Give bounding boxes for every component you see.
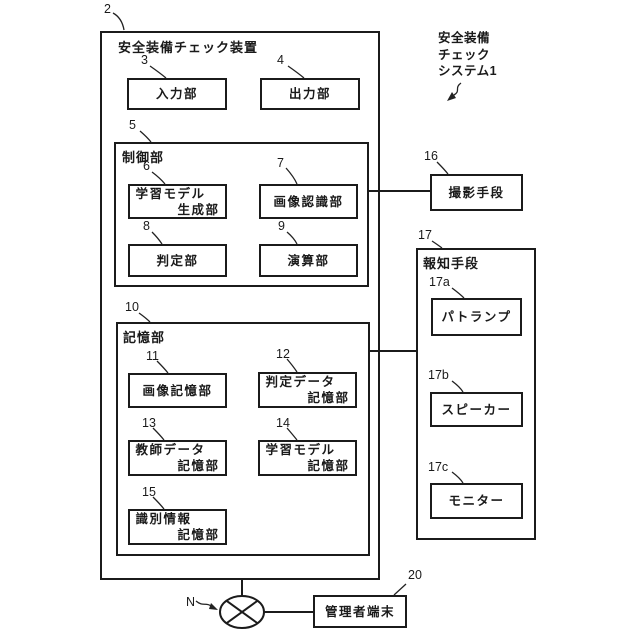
image-recognition-label: 画像認識部 <box>273 194 344 209</box>
image-storage-box: 画像記憶部 <box>128 373 227 408</box>
system-ref-arrow-icon <box>447 82 462 101</box>
teacher-data-storage-box: 教師データ 記憶部 <box>128 440 227 476</box>
patlamp-label: パトランプ <box>441 310 512 324</box>
calculation-unit-box: 演算部 <box>259 244 358 277</box>
notifier-box <box>416 248 536 540</box>
ref-label-8: 8 <box>143 219 150 233</box>
ref-label-16: 16 <box>424 149 438 163</box>
admin-terminal-box: 管理者端末 <box>313 595 407 628</box>
judgement-data-storage-label: 判定データ 記憶部 <box>265 375 350 405</box>
ref-label-6: 6 <box>143 159 150 173</box>
ref-label-3: 3 <box>141 53 148 67</box>
judgement-unit-box: 判定部 <box>128 244 227 277</box>
image-recognition-box: 画像認識部 <box>259 184 358 219</box>
ref-label-20: 20 <box>408 568 422 582</box>
ref-label-12: 12 <box>276 347 290 361</box>
ref-label-17a: 17a <box>429 275 450 289</box>
ref-label-17c: 17c <box>428 460 449 474</box>
ref-label-15: 15 <box>142 485 156 499</box>
ref-label-4: 4 <box>277 53 284 67</box>
learning-model-storage-label: 学習モデル 記憶部 <box>265 443 350 473</box>
input-unit-box: 入力部 <box>127 78 227 110</box>
judgement-unit-label: 判定部 <box>156 253 199 268</box>
input-unit-label: 入力部 <box>155 87 198 101</box>
reference-leader-lines <box>112 12 465 596</box>
monitor-box: モニター <box>430 483 523 519</box>
monitor-label: モニター <box>448 494 505 508</box>
device-title: 安全装備チェック装置 <box>118 40 259 55</box>
output-unit-label: 出力部 <box>288 87 331 101</box>
ref-label-11: 11 <box>146 349 159 363</box>
ref-label-network: N <box>186 595 196 609</box>
camera-means-box: 撮影手段 <box>430 174 523 211</box>
ref-label-7: 7 <box>277 156 284 170</box>
device-box <box>100 31 380 580</box>
camera-means-label: 撮影手段 <box>448 185 505 200</box>
notifier-title: 報知手段 <box>423 256 480 271</box>
control-unit-title: 制御部 <box>122 150 165 165</box>
ref-label-2: 2 <box>104 2 111 16</box>
ref-label-14: 14 <box>276 416 290 430</box>
ref-label-9: 9 <box>278 219 285 233</box>
ref-label-10: 10 <box>125 300 139 314</box>
speaker-box: スピーカー <box>430 392 523 427</box>
ref-label-17b: 17b <box>428 368 449 382</box>
ref-label-17: 17 <box>418 228 432 242</box>
admin-terminal-label: 管理者端末 <box>324 604 395 619</box>
id-info-storage-label: 識別情報 記憶部 <box>135 512 220 542</box>
system-caption: 安全装備 チェック システム1 <box>438 31 498 78</box>
image-storage-label: 画像記憶部 <box>142 383 213 398</box>
ref-label-13: 13 <box>142 416 156 430</box>
ref-label-5: 5 <box>129 118 136 132</box>
network-ref-arrow-icon <box>195 600 218 610</box>
control-unit-box <box>114 142 369 287</box>
output-unit-box: 出力部 <box>260 78 360 110</box>
learning-model-generator-label: 学習モデル 生成部 <box>135 186 220 217</box>
storage-unit-box <box>116 322 370 556</box>
calculation-unit-label: 演算部 <box>287 253 330 268</box>
storage-unit-title: 記憶部 <box>123 330 166 345</box>
id-info-storage-box: 識別情報 記憶部 <box>128 509 227 545</box>
teacher-data-storage-label: 教師データ 記憶部 <box>135 443 220 473</box>
learning-model-storage-box: 学習モデル 記憶部 <box>258 440 357 476</box>
patlamp-box: パトランプ <box>431 298 522 336</box>
learning-model-generator-box: 学習モデル 生成部 <box>128 184 227 219</box>
speaker-label: スピーカー <box>441 402 512 417</box>
judgement-data-storage-box: 判定データ 記憶部 <box>258 372 357 408</box>
